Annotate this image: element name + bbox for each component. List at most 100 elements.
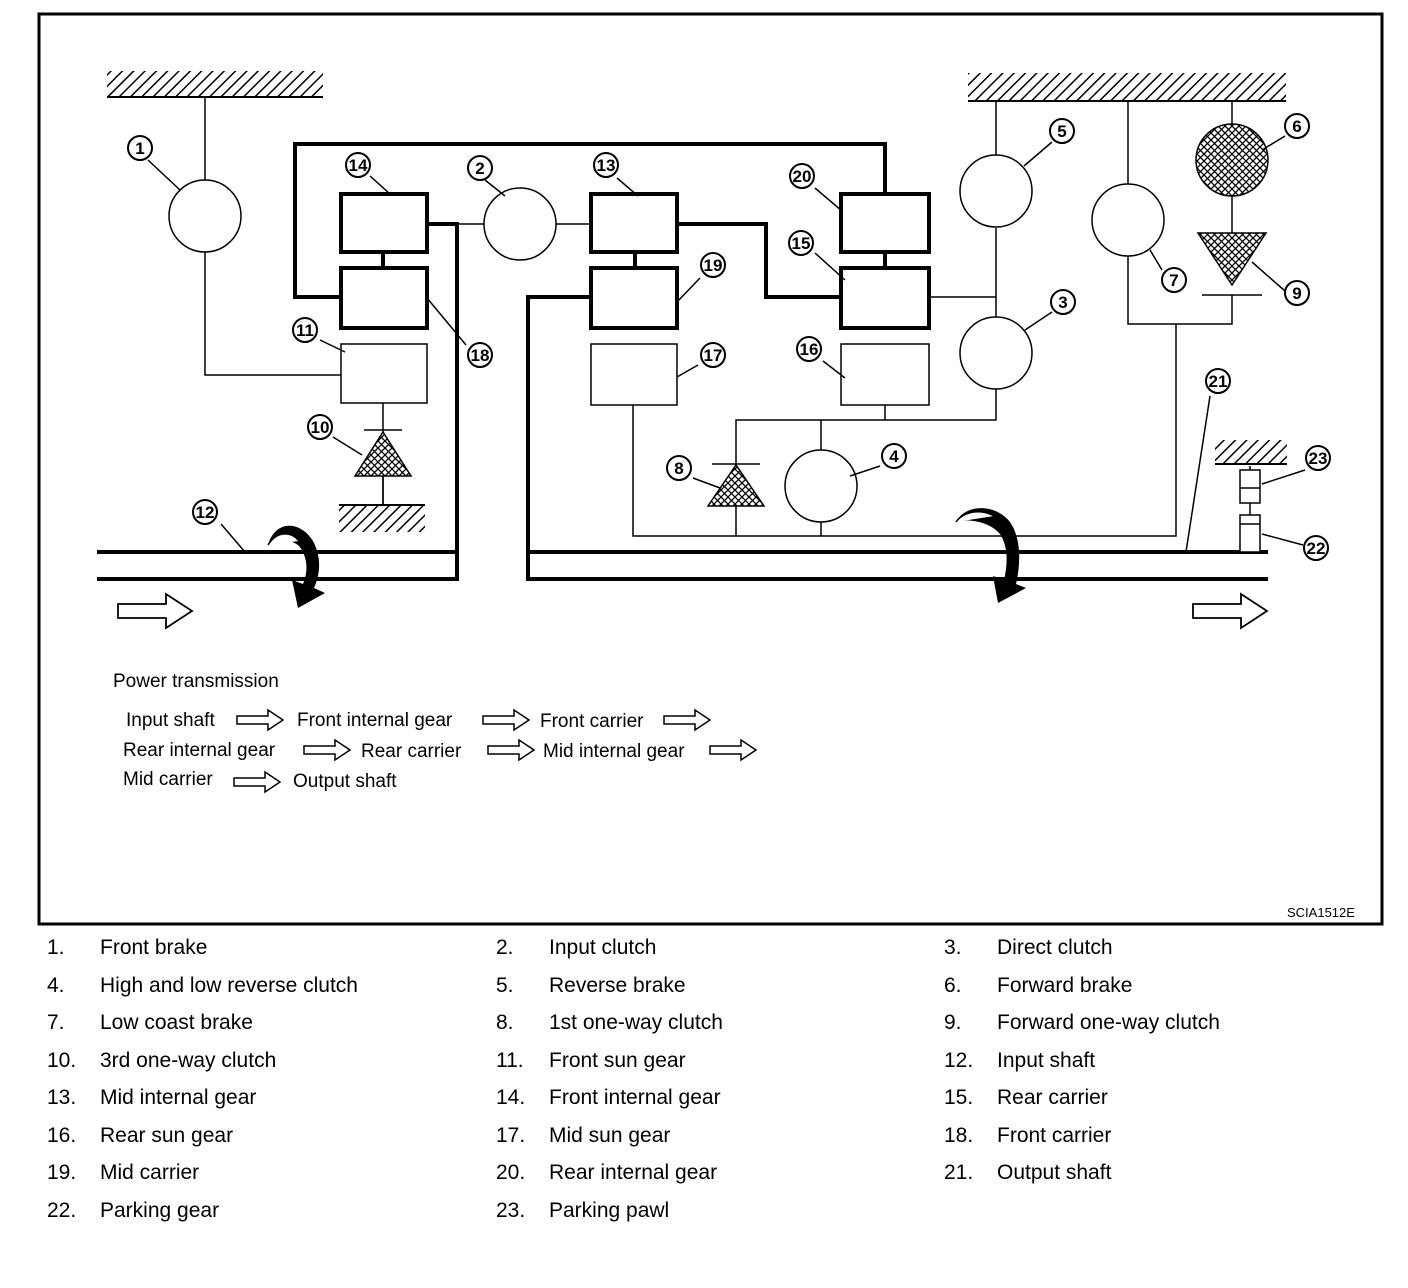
mid-internal-gear-box	[589, 192, 679, 254]
legend-number: 2.	[496, 936, 514, 959]
callout-16: 16	[796, 336, 822, 362]
callout-19: 19	[700, 252, 726, 278]
callout-6: 6	[1284, 113, 1310, 139]
flow-step-4: Rear internal gear	[123, 740, 276, 761]
sun-gear-boxes	[340, 343, 930, 406]
callout-11: 11	[292, 317, 318, 343]
callout-3: 3	[1050, 289, 1076, 315]
legend-label: Input shaft	[997, 1048, 1096, 1072]
legend-label: Low coast brake	[100, 1011, 253, 1034]
callout-number: 18	[471, 346, 490, 365]
ground-left	[107, 71, 323, 97]
legend-number: 13.	[47, 1086, 77, 1109]
legend-label: Rear carrier	[997, 1086, 1108, 1109]
legend-label: Front carrier	[997, 1123, 1112, 1147]
callout-number: 22	[1307, 539, 1326, 558]
callout-number: 15	[792, 234, 811, 253]
legend-number: 6.	[944, 973, 962, 997]
legend-label: Parking pawl	[549, 1198, 670, 1222]
legend-number: 22.	[47, 1198, 77, 1222]
callout-number: 21	[1209, 372, 1228, 391]
leader-lines	[147, 135, 1306, 553]
thick-links	[97, 142, 1268, 581]
legend-number: 11.	[496, 1048, 524, 1072]
flow-step-5: Rear carrier	[361, 741, 462, 762]
callout-number: 12	[196, 503, 215, 522]
legend-number: 10.	[47, 1048, 77, 1072]
parking-mechanism	[1239, 469, 1261, 553]
oneway-9-symbol	[1196, 232, 1268, 287]
legend-label: Direct clutch	[997, 936, 1113, 959]
rear-internal-gear-box	[839, 192, 931, 254]
callout-number: 14	[349, 156, 368, 175]
callout-7: 7	[1161, 267, 1187, 293]
callout-number: 2	[475, 159, 484, 178]
callout-13: 13	[593, 152, 619, 178]
rear-sun-gear-box	[840, 343, 930, 406]
ground-right	[968, 73, 1286, 101]
front-internal-gear-box	[339, 192, 429, 254]
callout-10: 10	[307, 414, 333, 440]
legend-number: 8.	[496, 1011, 514, 1034]
reverse-brake-circle	[959, 154, 1033, 228]
callout-number: 8	[674, 459, 683, 478]
legend-label: Mid internal gear	[100, 1086, 257, 1109]
callout-1: 1	[127, 135, 153, 161]
callout-number: 11	[296, 321, 314, 340]
legend-label: Rear sun gear	[100, 1123, 234, 1147]
callout-5: 5	[1049, 118, 1075, 144]
callout-number: 9	[1292, 284, 1301, 303]
callout-number: 16	[800, 340, 819, 359]
legend-label: High and low reverse clutch	[100, 973, 358, 997]
legend-number: 21.	[944, 1161, 974, 1184]
callout-number: 10	[311, 418, 330, 437]
legend-number: 20.	[496, 1161, 526, 1184]
callout-number: 23	[1309, 449, 1328, 468]
callout-number: 20	[793, 167, 812, 186]
direct-clutch-circle	[959, 316, 1033, 390]
diagram-frame	[37, 12, 1384, 926]
callout-21: 21	[1205, 368, 1231, 394]
callout-9: 9	[1284, 280, 1310, 306]
legend-label: Front brake	[100, 936, 208, 959]
legend-number: 5.	[496, 973, 514, 997]
callout-number: 6	[1292, 117, 1301, 136]
flow-step-8: Output shaft	[293, 771, 397, 792]
legend-label: 3rd one-way clutch	[100, 1048, 277, 1072]
callout-22: 22	[1303, 535, 1329, 561]
legend-number: 19.	[47, 1161, 77, 1184]
legend-number: 9.	[944, 1011, 962, 1034]
legend-number: 16.	[47, 1123, 77, 1147]
mid-sun-gear-box	[590, 343, 678, 406]
legend-label: Parking gear	[100, 1198, 220, 1222]
callout-14: 14	[345, 152, 371, 178]
callout-number: 3	[1058, 293, 1067, 312]
flow-step-2: Front internal gear	[297, 710, 453, 731]
callout-20: 20	[789, 163, 815, 189]
input-clutch-circle	[483, 187, 557, 261]
legend-number: 23.	[496, 1198, 526, 1222]
legend-number: 18.	[944, 1123, 974, 1147]
callout-23: 23	[1305, 445, 1331, 471]
callout-number: 17	[704, 346, 723, 365]
legend-number: 14.	[496, 1086, 526, 1109]
flow-step-3: Front carrier	[540, 711, 644, 732]
callout-2: 2	[467, 155, 493, 181]
one-way-clutches	[353, 232, 1268, 507]
ground-oneway-10	[339, 505, 425, 532]
callout-15: 15	[788, 230, 814, 256]
legend-number: 3.	[944, 936, 962, 959]
flow-labels: Input shaft Front internal gear Front ca…	[123, 710, 685, 792]
front-sun-gear-box	[340, 343, 428, 404]
ground-parking	[1215, 440, 1287, 464]
callout-17: 17	[700, 342, 726, 368]
high-low-reverse-clutch-circle	[784, 449, 858, 523]
parking-pawl-symbol	[1239, 469, 1261, 504]
legend-label: Front internal gear	[549, 1086, 721, 1109]
legend-number: 7.	[47, 1011, 65, 1034]
legend-number: 15.	[944, 1086, 974, 1109]
legend-label: Rear internal gear	[549, 1161, 718, 1184]
figure-code: SCIA1512E	[1287, 905, 1355, 920]
callout-number: 4	[889, 447, 899, 466]
